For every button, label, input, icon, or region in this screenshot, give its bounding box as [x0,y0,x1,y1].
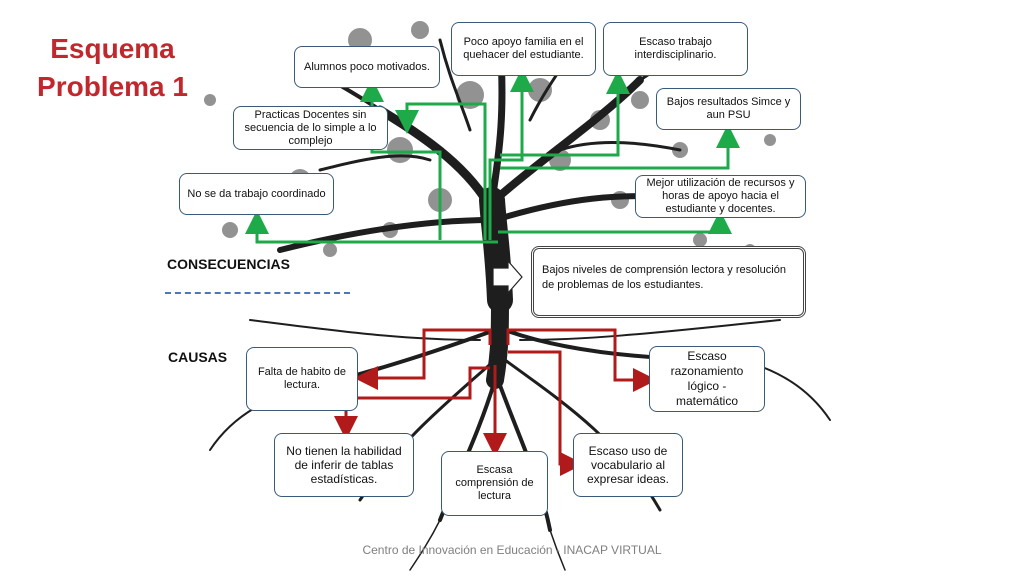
cause-box-5: Escasa comprensión de lectura [441,451,548,516]
footer-text: Centro de Innovación en Educación - INAC… [362,543,662,557]
cause-box-4: Escaso uso de vocabulario al expresar id… [573,433,683,497]
cause-box-1: Falta de habito de lectura. [246,347,358,411]
causes-label: CAUSAS [168,349,228,365]
consequence-box-7: Mejor utilización de recursos y horas de… [635,175,806,218]
consequence-box-5: Bajos resultados Simce y aun PSU [656,88,801,130]
consequence-box-4: Practicas Docentes sin secuencia de lo s… [233,106,388,150]
consequence-box-6: No se da trabajo coordinado [179,173,334,215]
consequence-box-2: Poco apoyo familia en el quehacer del es… [451,22,596,76]
main-problem-box: Bajos niveles de comprensión lectora y r… [531,246,806,318]
consequences-label: CONSECUENCIAS [167,256,290,272]
pointer-arrow-icon [492,259,523,295]
consequence-box-1: Alumnos poco motivados. [294,46,440,88]
section-divider [165,292,350,294]
cause-box-2: Escaso razonamiento lógico - matemático [649,346,765,412]
cause-box-3: No tienen la habilidad de inferir de tab… [274,433,414,497]
page-title: Esquema Problema 1 [37,33,188,102]
consequence-box-3: Escaso trabajo interdisciplinario. [603,22,748,76]
